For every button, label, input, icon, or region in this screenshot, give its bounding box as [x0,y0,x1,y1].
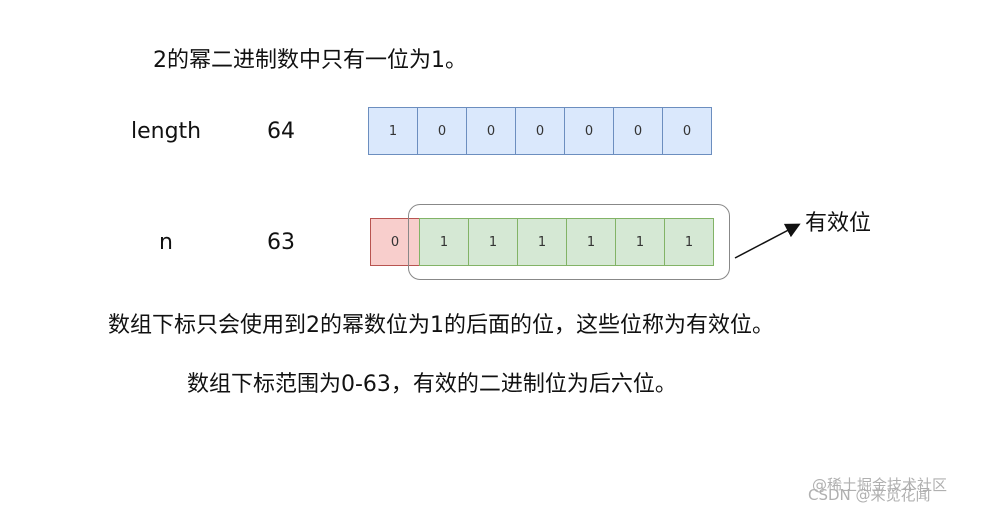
n-bit-cell: 1 [468,218,518,266]
n-value: 63 [267,230,295,255]
explanation-text-2: 数组下标范围为0-63，有效的二进制位为后六位。 [187,372,677,397]
effective-bits-highlight [408,204,730,280]
effective-bits-annotation: 有效位 [805,211,872,236]
length-bit-cell: 0 [417,107,467,155]
explanation-text-1: 数组下标只会使用到2的幂数位为1的后面的位，这些位称为有效位。 [108,313,774,338]
n-bit-row: 0 1 1 1 1 1 1 [370,218,714,266]
length-label: length [131,119,202,144]
length-value: 64 [267,119,295,144]
length-bit-cell: 0 [662,107,712,155]
n-bit-cell-msb: 0 [370,218,420,266]
diagram-heading: 2的幂二进制数中只有一位为1。 [153,48,467,73]
n-label: n [159,230,173,255]
watermark-juejin: @稀土掘金技术社区 [812,476,948,494]
n-bit-cell: 1 [419,218,469,266]
length-bit-cell: 0 [564,107,614,155]
length-bit-cell: 0 [613,107,663,155]
n-bit-cell: 1 [664,218,714,266]
watermark-csdn: CSDN @来觅花闻 [808,486,931,504]
n-bit-cell: 1 [566,218,616,266]
length-bit-cell: 0 [515,107,565,155]
length-bit-row: 1 0 0 0 0 0 0 [368,107,712,155]
